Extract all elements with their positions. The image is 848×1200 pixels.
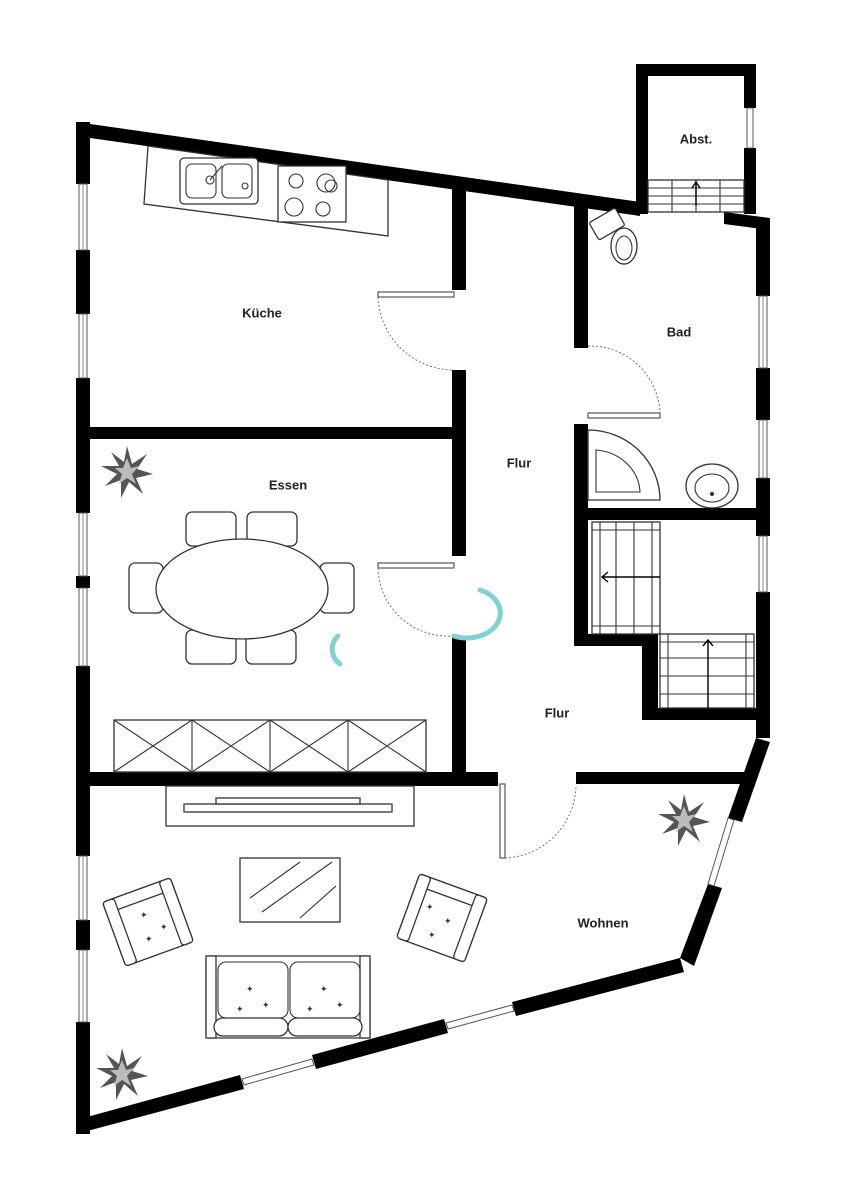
washbasin: [685, 463, 739, 509]
sofa: [205, 955, 371, 1039]
svg-text:✦: ✦: [320, 985, 328, 995]
doors: [377, 291, 661, 859]
room-label-bad: Bad: [666, 324, 692, 340]
marker-arc-left: [329, 633, 343, 667]
inner-walls: [76, 186, 770, 786]
svg-text:✦: ✦: [145, 935, 153, 945]
svg-text:✦: ✦: [140, 911, 148, 921]
room-label-flur-upper: Flur: [506, 455, 532, 471]
svg-text:✦: ✦: [336, 1001, 344, 1011]
corner-bathtub: [587, 429, 661, 501]
kitchen-counter: [143, 145, 389, 237]
room-label-wohnen: Wohnen: [577, 915, 629, 931]
plant-essen-icon: [101, 446, 153, 498]
svg-text:✦: ✦: [306, 1005, 314, 1015]
toilet: [589, 207, 638, 265]
svg-text:✦: ✦: [160, 923, 168, 933]
outer-walls: [76, 64, 770, 1134]
svg-text:✦: ✦: [426, 903, 434, 913]
sideboard: [113, 719, 427, 773]
svg-text:✦: ✦: [428, 931, 436, 941]
svg-text:✦: ✦: [246, 985, 254, 995]
room-label-kueche: Küche: [242, 305, 282, 321]
svg-text:✦: ✦: [236, 1005, 244, 1015]
staircase: [591, 521, 755, 709]
armchair-right: [396, 873, 488, 963]
svg-text:✦: ✦: [444, 917, 452, 927]
windows: [78, 107, 768, 1086]
room-label-abst: Abst.: [679, 131, 713, 147]
room-label-essen: Essen: [268, 477, 308, 493]
plant-wohnen-icon: [658, 794, 710, 846]
room-label-flur-lower: Flur: [544, 705, 570, 721]
dining-table: [128, 511, 355, 665]
svg-text:✦: ✦: [262, 1001, 270, 1011]
coffee-table: [239, 857, 341, 923]
marker-arc-right: [451, 587, 503, 641]
armchair-left: [102, 877, 194, 967]
storage-rack: [647, 179, 745, 213]
plant-corner-icon: [96, 1048, 148, 1100]
tv-sideboard: [165, 785, 415, 827]
cushion-stars: ✦ ✦ ✦ ✦ ✦ ✦ ✦ ✦ ✦ ✦ ✦ ✦: [140, 903, 452, 1015]
